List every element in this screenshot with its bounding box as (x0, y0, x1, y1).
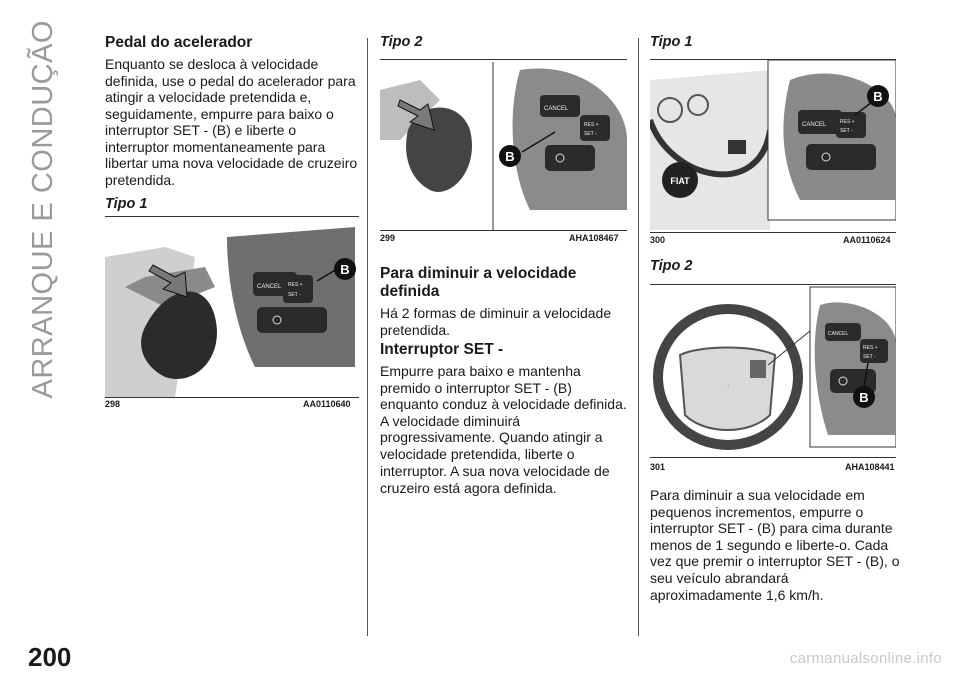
figure-299: CANCEL RES + SET - B (380, 59, 627, 231)
callout-b-letter: B (859, 390, 868, 405)
set-label: SET - (863, 354, 876, 360)
figure-number: 300 (650, 235, 666, 245)
figure-code: AHA108441 (845, 462, 895, 472)
section-side-label: ARRANQUE E CONDUÇÃO (26, 20, 59, 399)
paragraph-set-1: Empurre para baixo e mantenha premido o … (380, 363, 627, 462)
paragraph-intro: Há 2 formas de diminuir a velocidade pre… (380, 305, 612, 338)
paragraph-small-increments: Para diminuir a sua velocidade em pequen… (650, 487, 900, 586)
figure-code: AA0110624 (843, 235, 891, 245)
figure-301: ♪ CANCEL RES + SET - B (650, 284, 896, 458)
fiat-logo-text: FIAT (670, 176, 690, 186)
cancel-label: CANCEL (828, 331, 849, 337)
res-label: RES + (584, 122, 599, 128)
res-label: RES + (288, 282, 303, 288)
paragraph-set-2: interruptor. A sua nova velocidade de cr… (380, 463, 610, 496)
dashboard-steering-illustration: FIAT CANCEL RES + SET - B (650, 60, 896, 232)
set-label: SET - (840, 128, 853, 134)
type-label: Tipo 2 (650, 258, 693, 274)
steering-wheel-illustration: ♪ CANCEL RES + SET - B (650, 285, 896, 457)
set-label: SET - (288, 292, 301, 298)
figure-number: 298 (105, 399, 121, 409)
callout-b-letter: B (340, 262, 349, 277)
fiat-logo (662, 162, 698, 198)
res-label: RES + (863, 345, 878, 351)
callout-b-icon (334, 258, 356, 280)
callout-b-icon (853, 386, 875, 408)
left-column: Pedal do acelerador Enquanto se desloca … (105, 34, 361, 212)
middle-column-text: Para diminuir a velocidade definida Há 2… (380, 265, 632, 496)
figure-code: AA0110640 (303, 399, 351, 409)
figure-number: 299 (380, 233, 396, 243)
heading-accelerator-pedal: Pedal do acelerador (105, 34, 253, 51)
paragraph-accelerator: Enquanto se desloca à velocidade definid… (105, 56, 358, 188)
right-column-type2: Tipo 2 (650, 258, 900, 274)
cancel-label: CANCEL (802, 122, 827, 128)
steering-switch-illustration: CANCEL RES + SET - B (105, 217, 359, 397)
type-label: Tipo 1 (105, 196, 148, 212)
figure-code: AHA108467 (569, 233, 619, 243)
callout-b-letter: B (873, 89, 882, 104)
callout-b-icon (499, 145, 521, 167)
middle-column-top: Tipo 2 (380, 34, 628, 50)
subheading-set-switch: Interruptor SET - (380, 341, 504, 358)
svg-text:♪: ♪ (727, 383, 729, 388)
type-label: Tipo 2 (380, 34, 423, 50)
cancel-label: CANCEL (257, 284, 282, 290)
column-divider (638, 38, 639, 636)
right-column-text: Para diminuir a sua velocidade em pequen… (650, 487, 904, 604)
cancel-label: CANCEL (544, 106, 569, 112)
figure-300: FIAT CANCEL RES + SET - B (650, 59, 896, 233)
callout-b-icon (867, 85, 889, 107)
heading-decrease-speed: Para diminuir a velocidade definida (380, 265, 577, 300)
watermark: carmanualsonline.info (789, 650, 942, 667)
right-column-top: Tipo 1 (650, 34, 900, 50)
page-number: 200 (28, 642, 72, 672)
figure-298: CANCEL RES + SET - B (105, 216, 359, 398)
type-label: Tipo 1 (650, 34, 693, 50)
steering-switch-illustration: CANCEL RES + SET - B (380, 60, 627, 230)
callout-b-letter: B (505, 149, 514, 164)
column-divider (367, 38, 368, 636)
res-label: RES + (840, 119, 855, 125)
figure-number: 301 (650, 462, 666, 472)
set-label: SET - (584, 131, 597, 137)
paragraph-small-increments-end: aproximadamente 1,6 km/h. (650, 587, 824, 603)
